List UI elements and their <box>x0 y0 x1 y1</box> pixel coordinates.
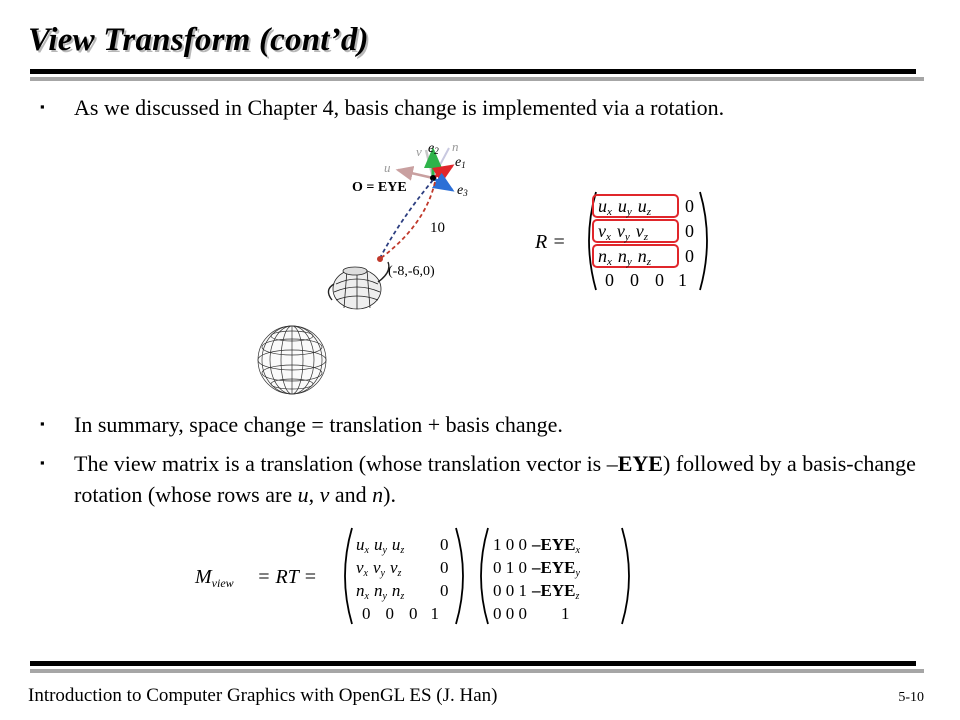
camera-axes-faded: u v n <box>384 139 459 181</box>
footer-rule-shadow <box>30 669 924 673</box>
footer-rule <box>30 661 916 666</box>
bullet-text-1: As we discussed in Chapter 4, basis chan… <box>74 95 725 120</box>
teapot-wireframe <box>327 261 390 310</box>
eye-point <box>430 175 436 181</box>
world-axes: e2 e1 e3 <box>424 141 468 198</box>
translation-row-1: 1 0 0–EYEx <box>493 535 580 556</box>
right-paren <box>455 527 464 625</box>
bullet-marker: ▪ <box>40 416 45 431</box>
translation-row-3: 0 0 1–EYEz <box>493 581 579 602</box>
bullet-marker: ▪ <box>40 99 45 114</box>
e2-label: e2 <box>428 141 439 156</box>
rotation-n-4: 0 <box>440 581 449 600</box>
sphere-wireframe <box>257 325 327 395</box>
bullet-marker: ▪ <box>40 455 45 470</box>
matrix-u-4: 0 <box>685 196 694 216</box>
title-rule <box>30 69 916 74</box>
footer-text: Introduction to Computer Graphics with O… <box>28 685 498 706</box>
path-dashed-blue <box>379 179 434 259</box>
view-matrix-eq: = RT = <box>257 566 317 588</box>
page-number: 5-10 <box>898 690 924 705</box>
matrix-n-4: 0 <box>685 246 694 266</box>
translation-row-2: 0 1 0–EYEy <box>493 558 580 579</box>
view-matrix-lhs: Mview <box>194 566 234 590</box>
right-paren <box>621 527 630 625</box>
u-row-highlight <box>592 194 679 218</box>
n-axis-label: n <box>452 139 459 154</box>
u-axis-label: u <box>384 160 391 175</box>
title-rule-shadow <box>30 77 924 81</box>
e1-label: e1 <box>455 155 466 170</box>
left-paren <box>480 527 489 625</box>
e3-label: e3 <box>457 183 468 198</box>
rotation-u-4: 0 <box>440 535 449 554</box>
right-paren <box>699 191 708 291</box>
matrix-v-4: 0 <box>685 221 694 241</box>
distance-label: 10 <box>430 220 445 236</box>
rotation-v-4: 0 <box>440 558 449 577</box>
n-row-highlight <box>592 244 679 268</box>
path-dashed-red <box>380 181 436 259</box>
bullet-text-2: In summary, space change = translation +… <box>74 412 563 437</box>
slide-title: View Transform (cont’d) <box>28 22 369 58</box>
v-axis-label: v <box>416 144 422 159</box>
teapot-coordinate-label: (-8,-6,0) <box>388 264 435 279</box>
v-row-highlight <box>592 219 679 243</box>
rotation-matrix-lhs: R = <box>534 231 566 253</box>
bullet-text-3: The view matrix is a translation (whose … <box>74 451 916 507</box>
left-paren <box>344 527 353 625</box>
view-transform-figure: u v n e2 e1 e3 O = EYE 10 (-8,-6,0) <box>257 139 468 395</box>
eye-label: O = EYE <box>352 180 407 195</box>
teapot-point <box>377 256 383 262</box>
